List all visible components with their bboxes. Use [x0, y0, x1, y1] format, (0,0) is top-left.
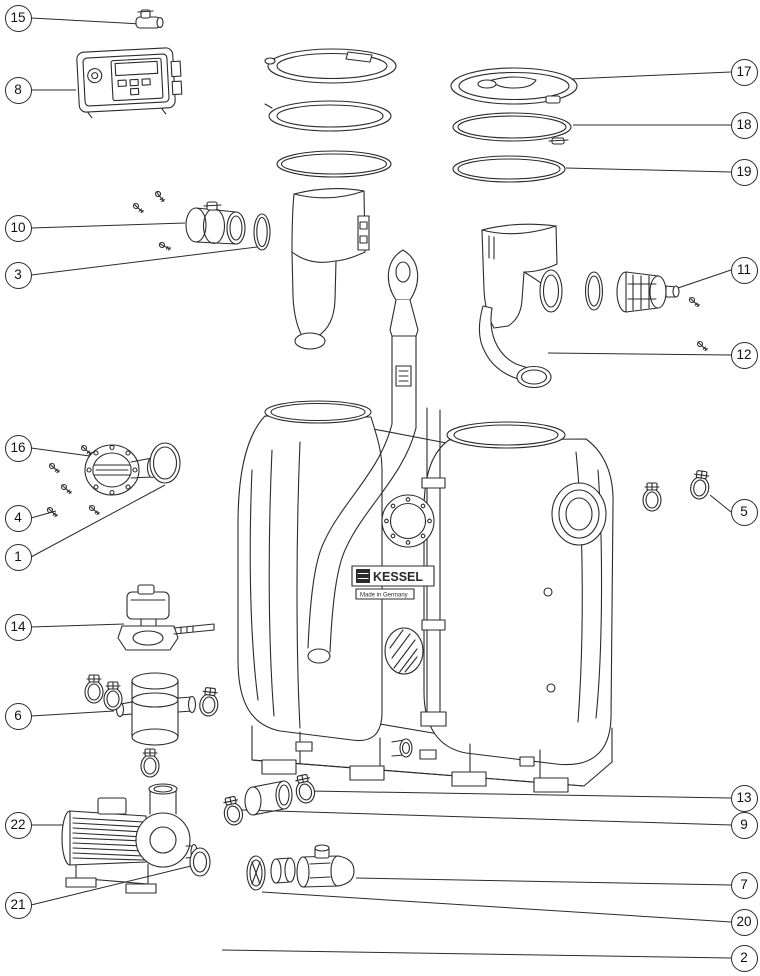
leader-15 — [30, 17, 142, 25]
part-elbow-pipe — [478, 305, 552, 389]
callout-21: 21 — [4, 891, 32, 919]
part-clamp-right — [292, 772, 318, 806]
part-vertical-pipe — [420, 407, 447, 727]
part-vent-grille — [384, 627, 424, 675]
part-front-pipes — [307, 423, 417, 664]
part-coupling — [616, 271, 680, 313]
part-o-ring-small — [253, 213, 271, 251]
part-o-ring-right-lid — [452, 155, 566, 183]
callout-18: 18 — [730, 111, 758, 139]
callout-5: 5 — [730, 498, 758, 526]
leader-1 — [30, 484, 166, 558]
screw-icon — [153, 190, 167, 203]
leader-16 — [30, 447, 98, 458]
leader-21 — [30, 865, 192, 906]
leader-14 — [30, 623, 125, 628]
callout-10: 10 — [4, 214, 32, 242]
callout-12: 12 — [730, 341, 758, 369]
part-cover-left — [264, 48, 397, 84]
part-check-valve — [296, 844, 355, 888]
part-control-unit — [76, 47, 183, 119]
callout-6: 6 — [4, 702, 32, 730]
leader-3 — [30, 246, 258, 276]
part-lifting-pipe — [387, 249, 419, 429]
part-inlet-duct-right — [481, 223, 563, 329]
part-adapter — [270, 857, 296, 884]
part-branch-fitting — [84, 672, 221, 778]
leader-17 — [569, 71, 732, 80]
leader-12 — [547, 352, 732, 356]
brand-badge: KESSEL Made in Germany — [351, 565, 435, 600]
part-flange-disc — [246, 855, 266, 891]
callout-22: 22 — [4, 811, 32, 839]
part-cover-right — [450, 67, 578, 105]
leader-2 — [221, 949, 732, 959]
part-o-ring-left-lid — [276, 150, 392, 178]
callout-17: 17 — [730, 58, 758, 86]
part-motor-valve — [117, 584, 215, 651]
part-tank-neck-left — [264, 400, 372, 424]
part-shaft-seal — [189, 847, 211, 877]
part-hose-clamps-right — [642, 469, 712, 512]
part-clamp-left — [220, 794, 246, 828]
part-tank-drain-stub — [391, 738, 413, 758]
part-seal-ring — [149, 442, 181, 484]
part-base-skid — [251, 725, 613, 793]
part-flange-plate — [84, 444, 158, 496]
part-tank-front-port — [381, 494, 435, 548]
callout-13: 13 — [730, 784, 758, 812]
leader-5 — [709, 494, 732, 513]
screw-icon — [688, 296, 700, 308]
leader-11 — [677, 269, 732, 289]
callout-3: 3 — [4, 261, 32, 289]
screw-icon — [132, 202, 144, 214]
leader-7 — [355, 877, 732, 886]
callout-19: 19 — [730, 158, 758, 186]
leader-19 — [565, 167, 732, 173]
brand-wordmark: KESSEL — [373, 570, 423, 584]
screw-icon — [158, 240, 172, 253]
callout-11: 11 — [730, 256, 758, 284]
part-small-clamp — [135, 9, 164, 29]
callout-1: 1 — [4, 543, 32, 571]
part-o-ring-coupling — [584, 271, 604, 311]
callout-8: 8 — [4, 76, 32, 104]
callout-7: 7 — [730, 871, 758, 899]
part-tank-neck-right — [446, 421, 566, 449]
part-hose — [244, 780, 293, 816]
part-cover-gasket-left — [264, 100, 392, 132]
part-seal-right-lid — [452, 112, 572, 145]
callout-16: 16 — [4, 434, 32, 462]
screw-icon — [696, 340, 708, 352]
brand-subtitle: Made in Germany — [360, 593, 408, 599]
callout-9: 9 — [730, 811, 758, 839]
part-tank-side-port — [551, 482, 607, 546]
callout-4: 4 — [4, 504, 32, 532]
part-inlet-duct-left — [291, 188, 370, 350]
leader-9 — [241, 809, 732, 826]
callout-14: 14 — [4, 613, 32, 641]
part-tank-left-chamber — [237, 415, 383, 742]
callout-20: 20 — [730, 908, 758, 936]
leader-10 — [30, 222, 186, 229]
callout-2: 2 — [730, 944, 758, 972]
callout-15: 15 — [4, 4, 32, 32]
leader-lines — [30, 17, 732, 959]
leader-6 — [30, 710, 115, 717]
leader-20 — [261, 891, 732, 923]
leader-13 — [309, 790, 732, 799]
part-pump — [61, 783, 198, 894]
part-pipe-coupling — [185, 201, 246, 245]
